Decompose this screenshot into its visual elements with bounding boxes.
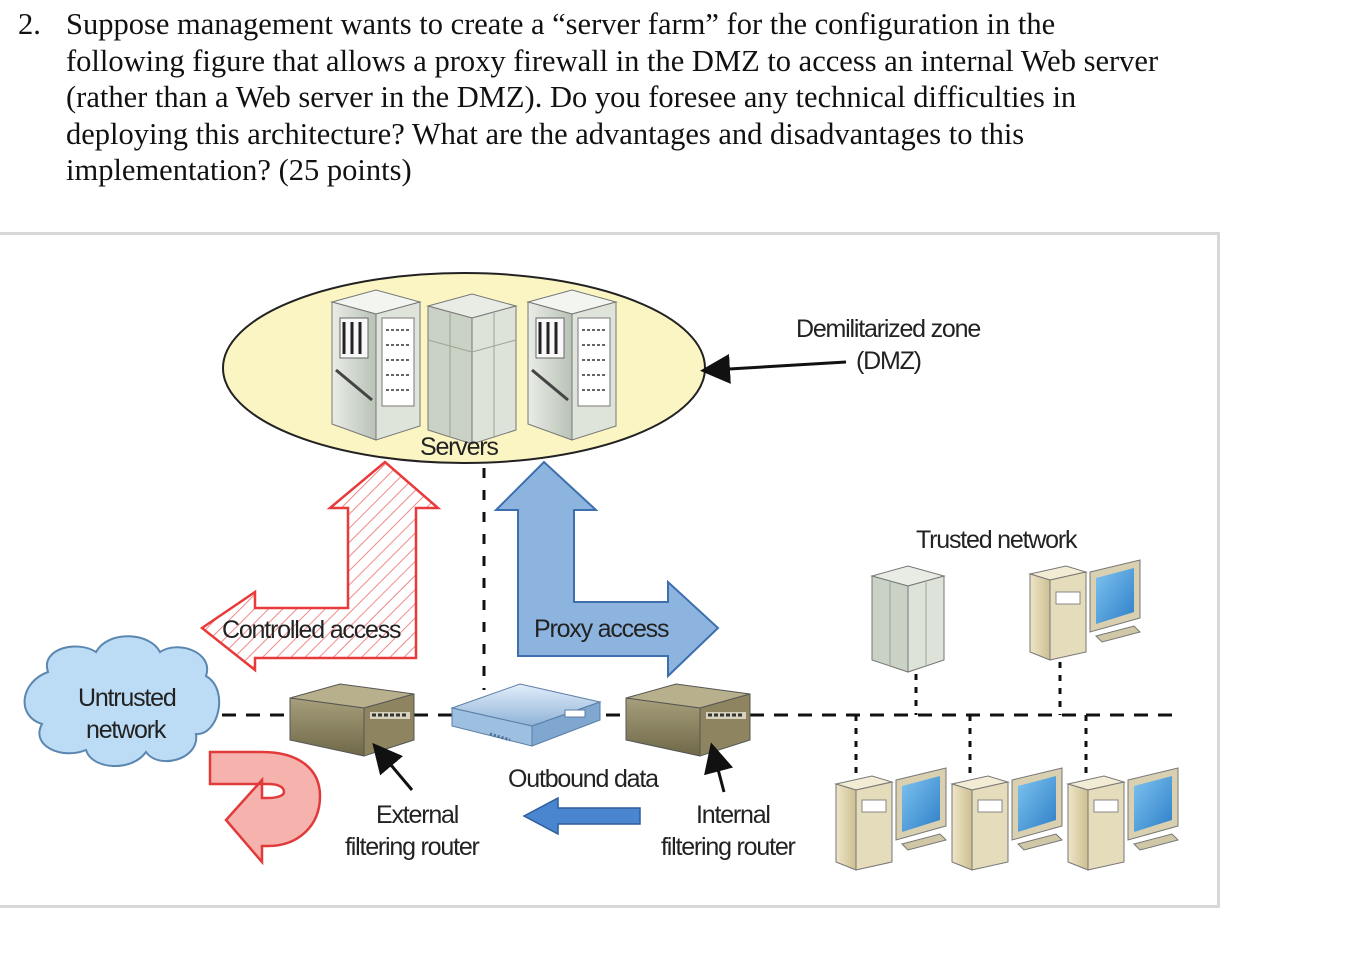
internal-router-label: Internal <box>696 801 770 829</box>
question-line: deploying this architecture? What are th… <box>66 116 1025 151</box>
dmz-label: (DMZ) <box>856 347 921 375</box>
return-arrow <box>208 750 322 866</box>
proxy-access-arrow <box>493 460 720 679</box>
dmz-pointer-arrow <box>700 353 847 384</box>
outbound-data-label: Outbound data <box>508 765 659 793</box>
servers-label: Servers <box>420 433 498 461</box>
workstation-icon <box>1028 559 1141 661</box>
internal-router-label: filtering router <box>661 833 796 861</box>
workstation-icon <box>1066 767 1179 871</box>
workstation-icon <box>834 767 947 871</box>
workstation-icon <box>950 767 1063 871</box>
trusted-network-label: Trusted network <box>916 526 1078 554</box>
question-line: following figure that allows a proxy fir… <box>66 43 1159 78</box>
server-box-icon <box>426 293 518 445</box>
question-line: implementation? (25 points) <box>66 153 412 187</box>
external-router-label: filtering router <box>345 833 480 861</box>
server-tower-icon <box>526 289 618 441</box>
cloud-icon <box>23 635 221 767</box>
untrusted-network-label: network <box>86 716 167 744</box>
proxy-access-label: Proxy access <box>534 615 669 643</box>
router-icon <box>289 683 415 757</box>
question-line: Suppose management wants to create a “se… <box>66 7 1056 41</box>
controlled-access-arrow <box>199 460 442 673</box>
external-router-pointer <box>372 742 414 791</box>
controlled-access-label: Controlled access <box>222 616 401 644</box>
question-number: 2. <box>18 7 41 41</box>
proxy-firewall-icon <box>450 683 602 747</box>
router-icon <box>625 683 751 757</box>
outbound-data-arrow <box>522 796 641 836</box>
server-box-icon <box>870 565 946 673</box>
external-router-label: External <box>376 801 458 829</box>
question-line: (rather than a Web server in the DMZ). D… <box>66 80 1077 114</box>
internal-router-pointer <box>704 742 734 793</box>
server-tower-icon <box>330 289 422 441</box>
question-body: Suppose management wants to create a “se… <box>66 6 1236 189</box>
untrusted-network-label: Untrusted <box>78 684 176 712</box>
dmz-label: Demilitarized zone <box>796 315 980 343</box>
